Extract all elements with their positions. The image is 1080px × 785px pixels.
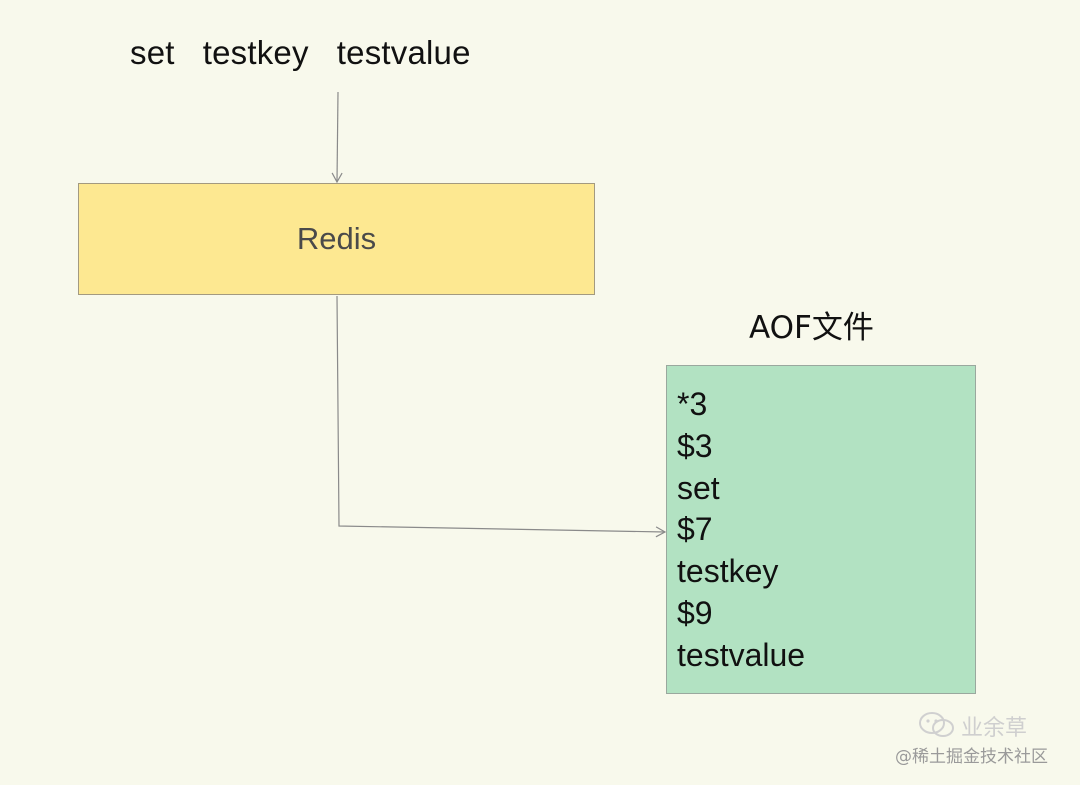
aof-file-title: AOF文件	[749, 310, 874, 346]
redis-label: Redis	[296, 221, 377, 256]
command-text: set testkey testvalue	[130, 34, 471, 71]
aof-line: testkey	[677, 553, 779, 590]
watermark-name: 业余草	[961, 716, 1028, 741]
aof-line: set	[677, 469, 720, 506]
watermark: 业余草 @稀土掘金技术社区	[895, 710, 1075, 770]
aof-file-lines: *3 $3 set $7 testkey $9 testvalue	[677, 384, 975, 677]
aof-line: $7	[677, 511, 713, 548]
watermark-site: @稀土掘金技术社区	[895, 747, 1048, 767]
wechat-icon	[919, 712, 954, 737]
redis-box: Redis	[78, 183, 595, 295]
aof-line: $9	[677, 594, 713, 631]
command-to-redis-arrow	[331, 91, 343, 184]
aof-line: testvalue	[677, 636, 806, 673]
aof-file-box: *3 $3 set $7 testkey $9 testvalue	[666, 365, 976, 694]
redis-to-aof-arrow	[336, 295, 667, 538]
aof-line: $3	[677, 427, 713, 464]
aof-line: *3	[677, 386, 708, 422]
